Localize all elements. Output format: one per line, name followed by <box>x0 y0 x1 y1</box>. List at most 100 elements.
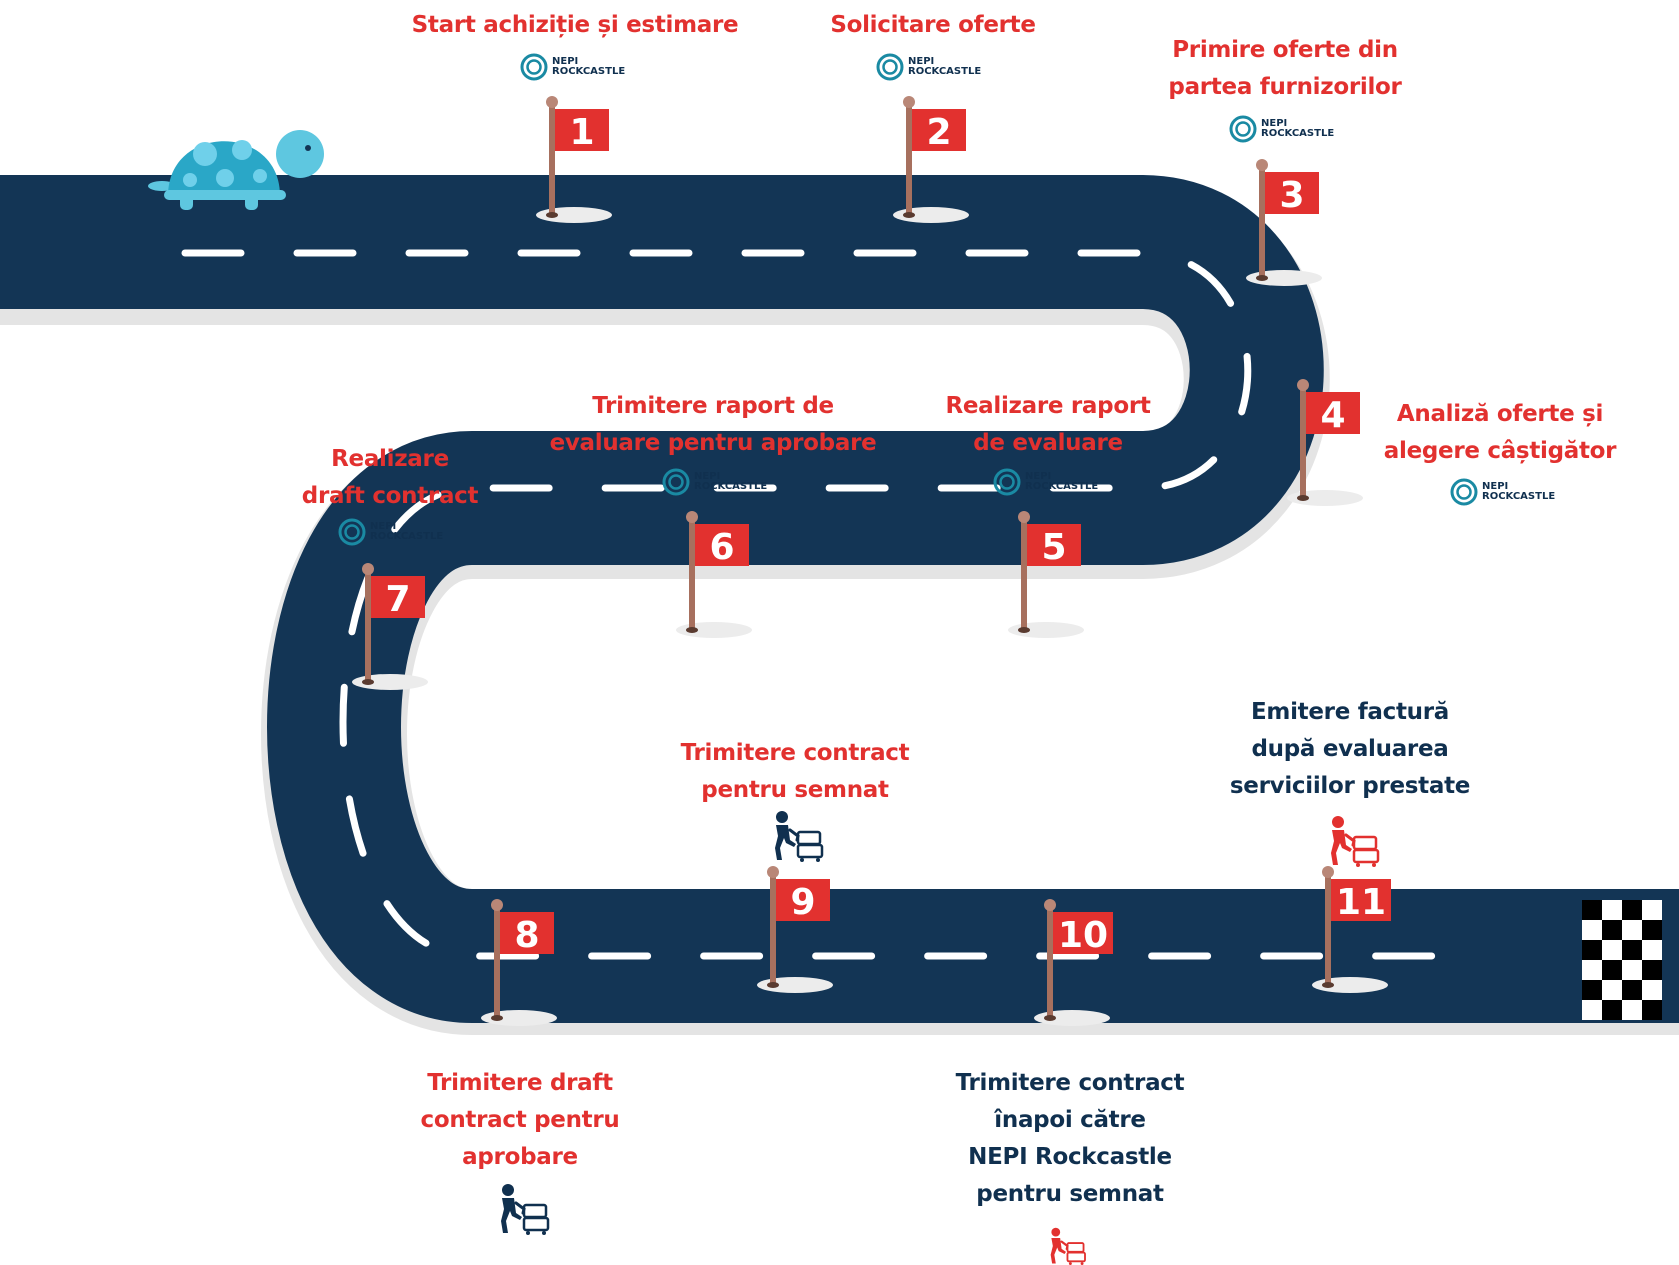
nepi-rockcastle-ring-icon <box>520 53 548 81</box>
nepi-rockcastle-ring-icon <box>338 518 366 546</box>
flag-pole-hole <box>1018 627 1030 633</box>
flag-pole-hole <box>362 679 374 685</box>
flag-pole <box>1259 166 1265 278</box>
flag-number: 3 <box>1279 175 1304 216</box>
checkered-square <box>1602 900 1622 920</box>
flag-pole-hole <box>903 212 915 218</box>
checkered-square <box>1622 960 1642 980</box>
step-label-2: Solicitare oferte <box>830 12 1036 38</box>
logo-line-1: NEPI <box>370 521 397 532</box>
checkered-square <box>1582 940 1602 960</box>
flag-pole-hole <box>491 1015 503 1021</box>
courier-with-boxes-icon <box>501 1184 550 1235</box>
logo-line-1: NEPI <box>552 56 579 67</box>
turtle-shell-rim <box>164 190 286 200</box>
logo-line-1: NEPI <box>908 56 935 67</box>
checkered-square <box>1622 940 1642 960</box>
flag-pole <box>1047 906 1053 1018</box>
turtle-icon <box>148 130 324 210</box>
flag-pole-knob <box>362 563 374 575</box>
flag-pole-hole <box>1044 1015 1056 1021</box>
logo-line-1: NEPI <box>1261 118 1288 129</box>
flag-2: 2 <box>893 96 969 223</box>
nepi-rockcastle-ring-icon <box>876 53 904 81</box>
step-label-9: Trimitere contract pentru semnat <box>680 740 910 803</box>
flag-number: 11 <box>1336 882 1386 923</box>
flag-pole-hole <box>1256 275 1268 281</box>
flag-pole-knob <box>1322 866 1334 878</box>
logo-line-2: ROCKCASTLE <box>370 531 444 542</box>
checkered-square <box>1602 960 1622 980</box>
turtle-shell <box>168 141 280 196</box>
flag-number: 1 <box>569 112 594 153</box>
flag-pole <box>365 570 371 682</box>
flag-cloth <box>371 576 425 618</box>
step-label-1: Start achiziție și estimare <box>411 12 739 38</box>
checkered-square <box>1582 1000 1602 1020</box>
turtle-shell-spot <box>183 173 197 187</box>
step-label-7: Realizare draft contract <box>301 446 479 509</box>
turtle-shell-spot <box>232 140 252 160</box>
flag-pole <box>689 518 695 630</box>
step-label-8: Trimitere draft contract pentru aprobare <box>420 1070 620 1170</box>
logo-line-1: NEPI <box>1025 471 1052 482</box>
turtle-shell-spot <box>253 169 267 183</box>
checkered-square <box>1642 940 1662 960</box>
flag-number: 2 <box>926 112 951 153</box>
road <box>0 175 1679 1023</box>
flag-number: 8 <box>514 915 539 956</box>
flag-pole <box>770 873 776 985</box>
logo-line-2: ROCKCASTLE <box>908 66 982 77</box>
checkered-square <box>1582 960 1602 980</box>
flag-number: 10 <box>1058 915 1108 956</box>
logo-line-2: ROCKCASTLE <box>1261 128 1335 139</box>
flag-pole <box>549 103 555 215</box>
flag-11: 11 <box>1312 866 1391 993</box>
logo-line-2: ROCKCASTLE <box>1025 481 1099 492</box>
turtle-shell-spot <box>216 169 234 187</box>
step-label-3: Primire oferte din partea furnizorilor <box>1168 37 1402 100</box>
checkered-square <box>1602 1000 1622 1020</box>
flag-pole-knob <box>1018 511 1030 523</box>
logo-line-1: NEPI <box>1482 481 1509 492</box>
flag-cloth <box>1265 172 1319 214</box>
flag-cloth <box>1027 524 1081 566</box>
flag-number: 7 <box>385 579 410 620</box>
flag-6: 6 <box>676 511 752 638</box>
flag-4: 4 <box>1287 379 1363 506</box>
flag-pole-knob <box>1297 379 1309 391</box>
flag-cloth <box>912 109 966 151</box>
flag-pole-knob <box>903 96 915 108</box>
checkered-square <box>1642 960 1662 980</box>
flag-number: 4 <box>1320 395 1345 436</box>
flag-5: 5 <box>1008 511 1084 638</box>
logo-line-2: ROCKCASTLE <box>552 66 626 77</box>
flag-cloth <box>776 879 830 921</box>
step-label-11: Emitere factură după evaluarea serviciil… <box>1229 699 1471 799</box>
step-label-6: Trimitere raport de evaluare pentru apro… <box>549 393 877 456</box>
courier-with-boxes-icon <box>1331 816 1380 867</box>
flag-7: 7 <box>352 563 428 690</box>
flag-cloth <box>1306 392 1360 434</box>
checkered-finish-flag-icon <box>1582 900 1662 1020</box>
courier-with-boxes-icon <box>1050 1227 1086 1265</box>
checkered-square <box>1602 920 1622 940</box>
flag-pole-hole <box>1297 495 1309 501</box>
flag-pole <box>1325 873 1331 985</box>
logo-line-2: ROCKCASTLE <box>1482 491 1556 502</box>
flag-pole-hole <box>546 212 558 218</box>
flag-cloth <box>695 524 749 566</box>
checkered-square <box>1642 900 1662 920</box>
flag-pole <box>494 906 500 1018</box>
